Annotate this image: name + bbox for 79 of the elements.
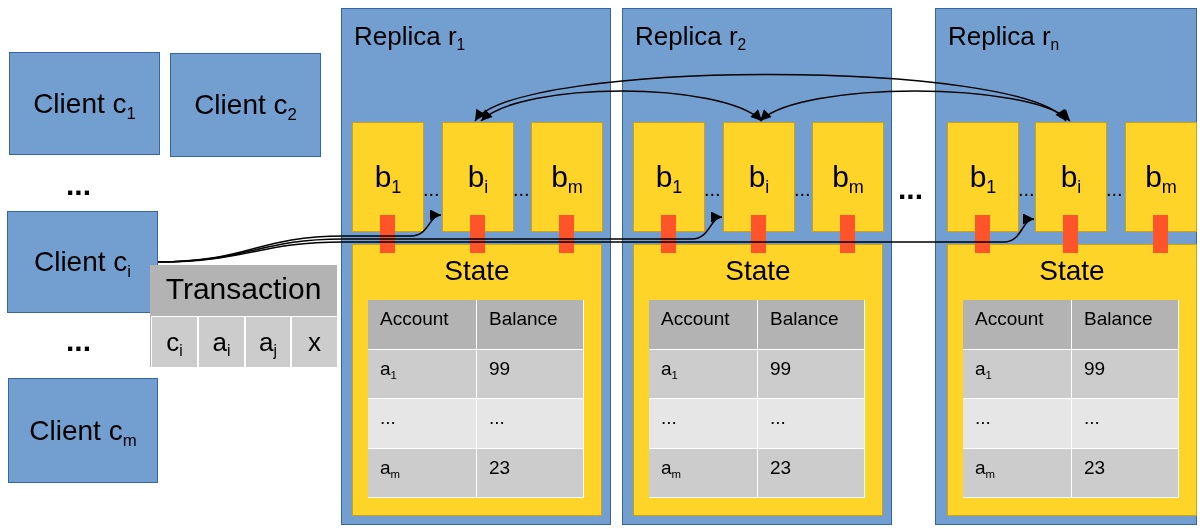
replica-title: Replica r$_{1}$ (354, 21, 466, 52)
field-value: x (308, 326, 321, 358)
block-box (947, 122, 1019, 232)
field-value: a$_{i}$ (212, 326, 231, 358)
replica-title: Replica r$_{2}$ (635, 21, 747, 52)
field-value: c$_{i}$ (166, 326, 183, 358)
block-label: b$_{1}$ (969, 160, 997, 194)
state-label: State (1038, 255, 1106, 287)
block-label: b$_{i}$ (467, 160, 489, 194)
table-cell: a$_{1}$ (368, 349, 477, 399)
ellipsis: ... (794, 178, 812, 201)
table-cell: 23 (758, 448, 865, 498)
table-cell: Balance (477, 300, 584, 350)
table-cell: ... (758, 399, 865, 449)
client-label: Client c$_{2}$ (194, 89, 297, 121)
arrow (474, 73, 1067, 122)
block-box (723, 122, 795, 232)
block-box (812, 122, 884, 232)
ellipsis: ... (66, 168, 91, 202)
table-cell: a$_{m}$ (963, 448, 1072, 498)
table-cell: 99 (477, 349, 584, 399)
block-box (1035, 122, 1107, 232)
table-cell: Account (963, 300, 1072, 350)
table-cell: ... (477, 399, 584, 449)
table-cell: a$_{1}$ (649, 349, 758, 399)
block-box (352, 122, 424, 232)
block-box (531, 122, 603, 232)
arrow (480, 90, 763, 122)
table-cell: Balance (758, 300, 865, 350)
ellipsis: ... (1018, 178, 1036, 201)
client-box (9, 52, 160, 155)
block-label: b$_{1}$ (655, 160, 683, 194)
table-cell: Account (649, 300, 758, 350)
field-cell (151, 316, 198, 368)
client-box (8, 378, 158, 483)
field-value: a$_{j}$ (259, 326, 277, 358)
client-label: Client c$_{i}$ (33, 246, 132, 278)
block-label: b$_{i}$ (1060, 160, 1082, 194)
arrow (157, 215, 1035, 263)
field-cell (198, 316, 245, 368)
table-cell: ... (1072, 399, 1179, 449)
state-label: State (443, 255, 511, 287)
table-cell: 99 (758, 349, 865, 399)
table-cell: ... (368, 399, 477, 449)
table-cell: 23 (477, 448, 584, 498)
client-label: Client c$_{1}$ (33, 87, 136, 120)
table-cell: ... (963, 399, 1072, 449)
table-cell: a$_{1}$ (963, 349, 1072, 399)
client-box (7, 211, 158, 313)
state-label: State (724, 255, 792, 287)
replica-title: Replica r$_{n}$ (948, 21, 1060, 52)
block-label: b$_{i}$ (748, 160, 770, 194)
table-cell: Balance (1072, 300, 1179, 350)
block-box (442, 122, 514, 232)
ellipsis: ... (513, 178, 531, 201)
table-cell: 99 (1072, 349, 1179, 399)
block-label: b$_{m}$ (1145, 160, 1177, 194)
client-label: Client c$_{m}$ (29, 414, 137, 447)
block-label: b$_{m}$ (551, 160, 583, 194)
ellipsis: ... (66, 324, 91, 358)
table-cell: 23 (1072, 448, 1179, 498)
ellipsis: ... (1106, 178, 1124, 201)
transaction-header: Transaction (164, 272, 323, 306)
table-cell: a$_{m}$ (368, 448, 477, 498)
block-label: b$_{1}$ (374, 160, 402, 194)
field-cell (245, 316, 291, 368)
table-cell: Account (368, 300, 477, 350)
client-box (170, 53, 321, 157)
table-cell: ... (649, 399, 758, 449)
transaction-table (150, 265, 337, 367)
ellipsis: ... (423, 178, 441, 201)
block-box (633, 122, 705, 232)
field-cell (291, 316, 338, 368)
ellipsis: ... (898, 172, 923, 206)
ellipsis: ... (704, 178, 722, 201)
block-box (1125, 122, 1197, 232)
block-label: b$_{m}$ (832, 160, 864, 194)
table-cell: a$_{m}$ (649, 448, 758, 498)
arrow (759, 90, 1071, 122)
